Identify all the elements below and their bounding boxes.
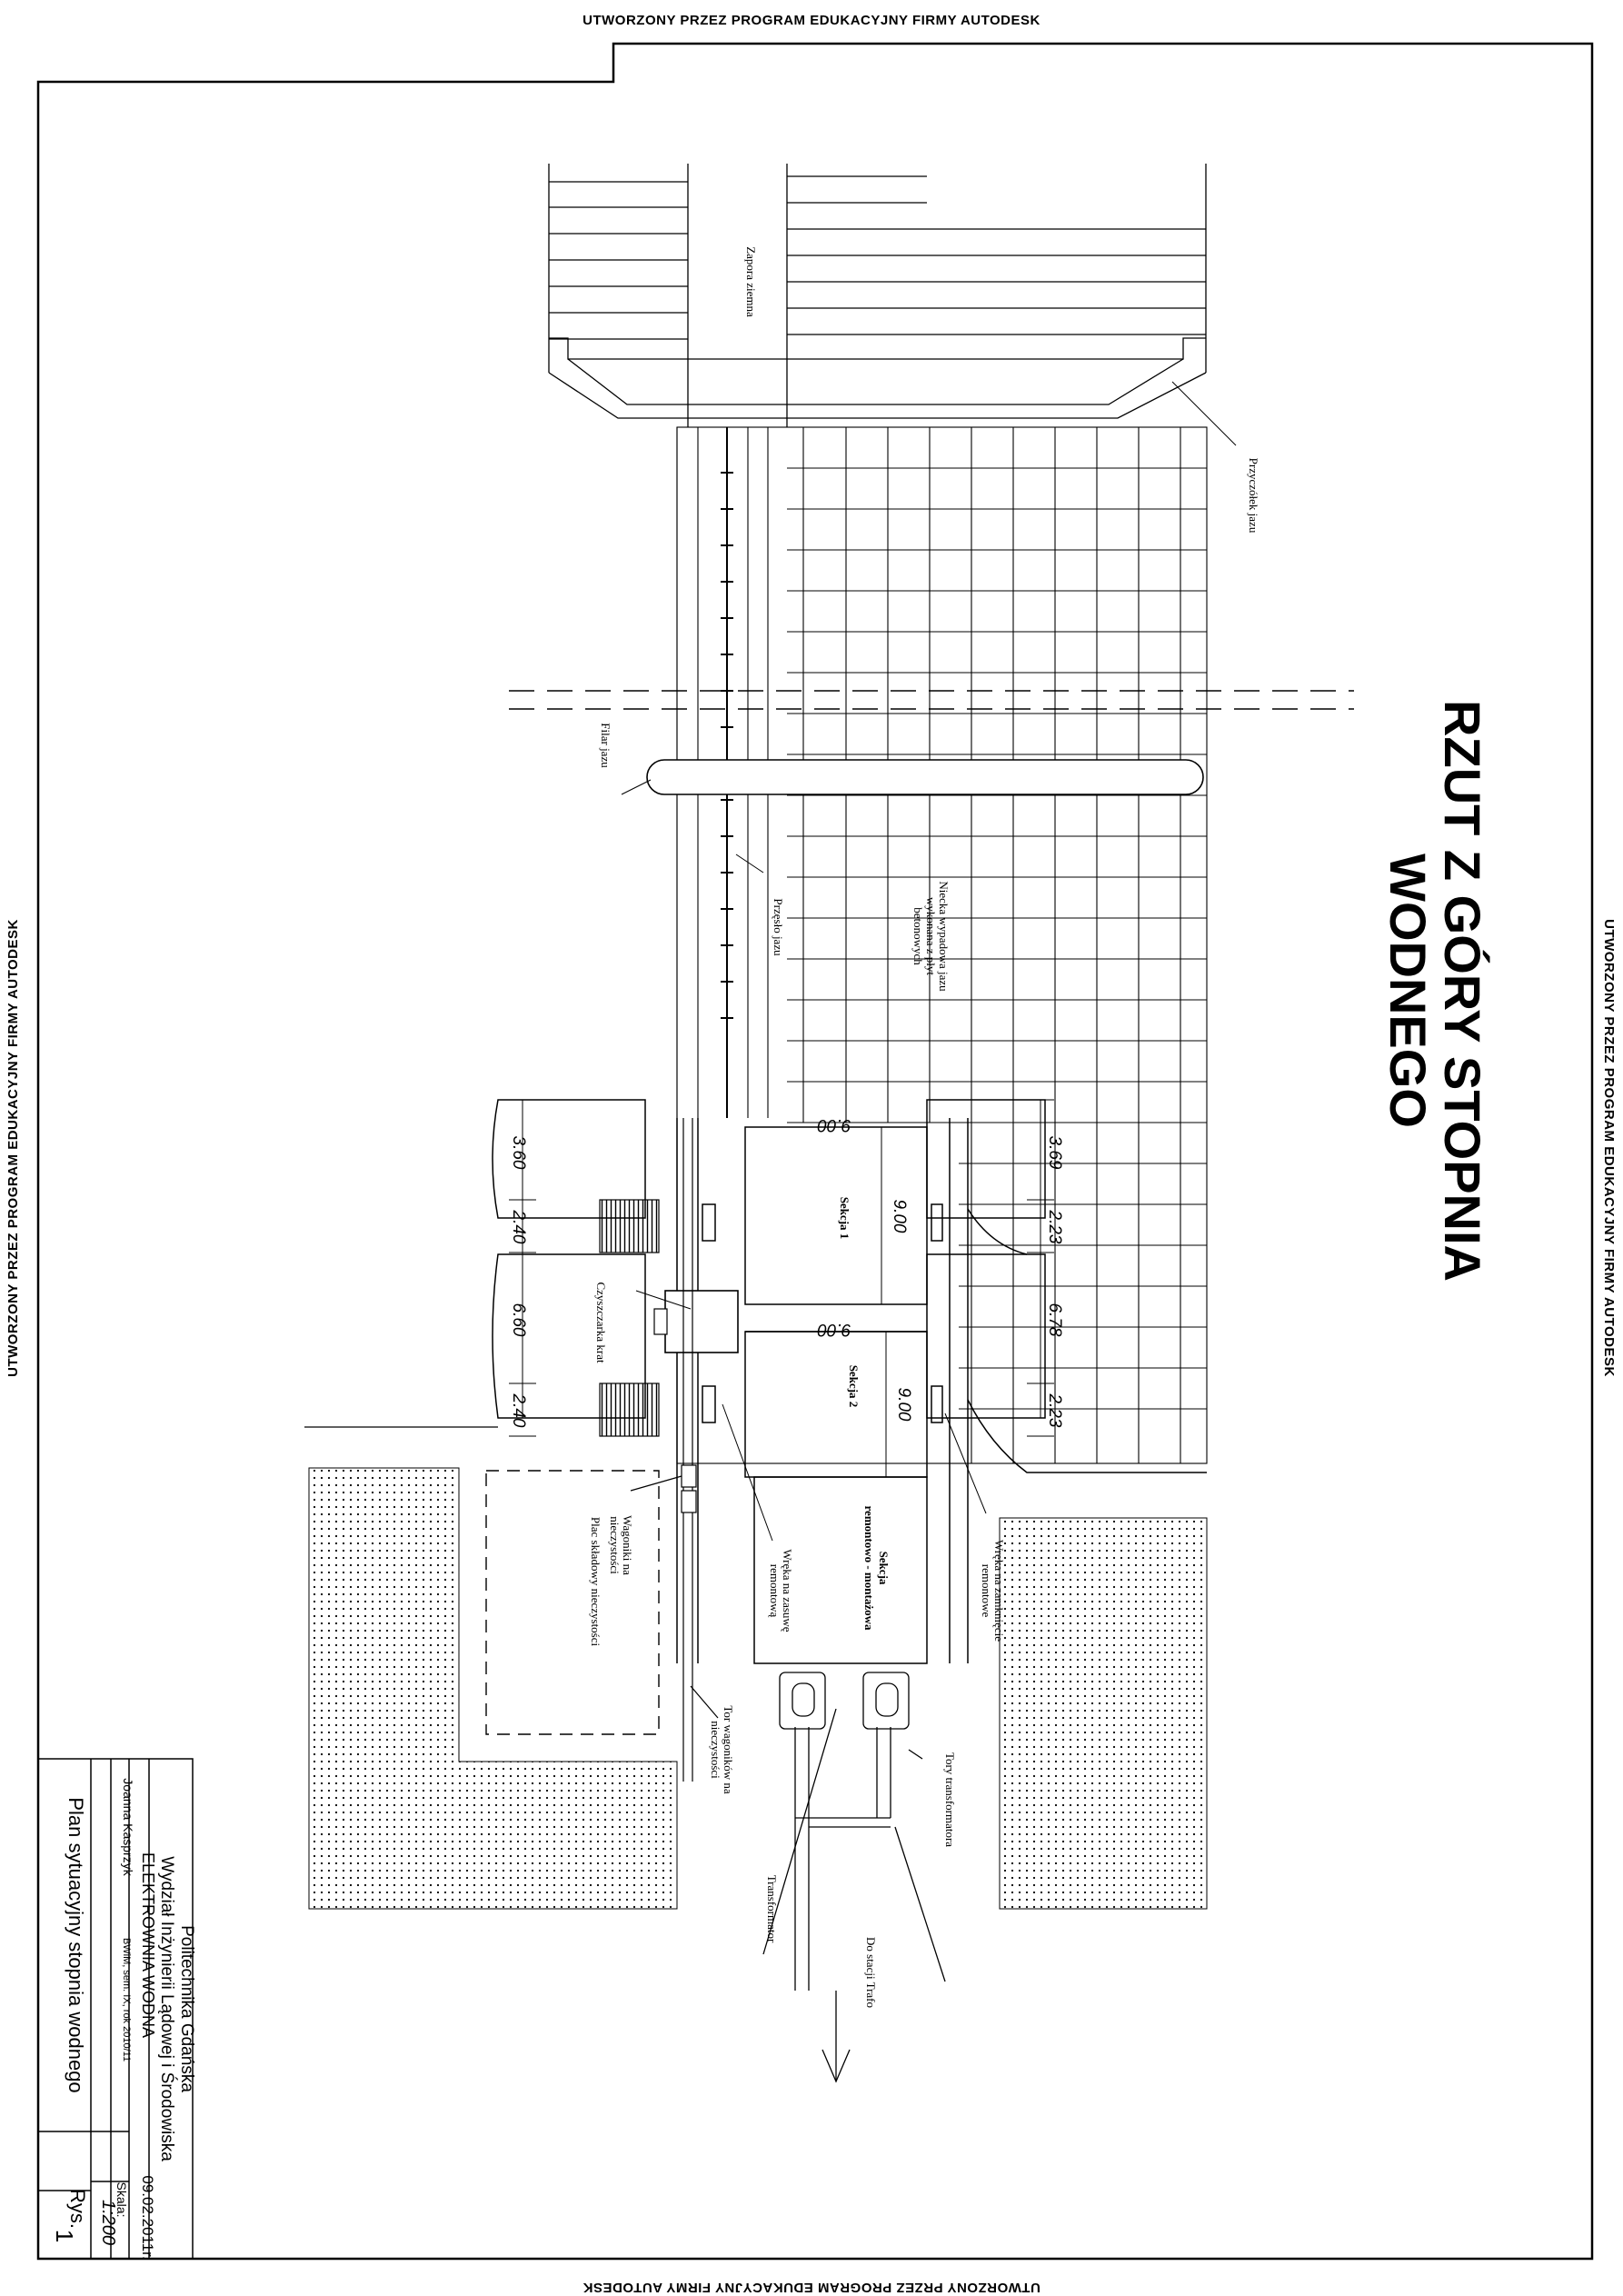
label-substation: Do stacji Trafo — [864, 1937, 878, 2008]
tb-scale-label: Skala: — [115, 2182, 129, 2218]
watermark-top: UTWORZONY PRZEZ PROGRAM EDUKACYJNY FIRMY… — [582, 13, 1041, 28]
watermark-left: UTWORZONY PRZEZ PROGRAM EDUKACYJNY FIRMY… — [5, 919, 21, 1377]
tb-drawing: Plan sytuacyjny stopnia wodnego — [65, 1797, 87, 2092]
dim-right-4: 2.23 — [1045, 1393, 1064, 1428]
dim-sec2-w: 9.00 — [817, 1320, 851, 1339]
ground-left — [308, 1467, 678, 1910]
transformers — [762, 1672, 946, 2083]
drawing-title-line2: WODNEGO — [1379, 854, 1437, 1128]
tb-fig: 1 — [51, 2230, 78, 2242]
tb-date: 09.02.2011r. — [139, 2175, 156, 2260]
trash-rack-1 — [599, 1199, 660, 1253]
dim-right-2: 2.23 — [1045, 1210, 1064, 1244]
debris-yard — [485, 1470, 660, 1735]
label-section-2: Sekcja 2 — [847, 1365, 861, 1408]
earth-dam — [548, 164, 1207, 427]
label-gate-recess-2: remontową — [768, 1564, 782, 1618]
tb-course: BWiM, sem. IX, rok 2010/11 — [121, 1938, 132, 2061]
label-rack-cleaner: Czyszczarka krat — [594, 1282, 608, 1363]
label-span: Przęsło jazu — [772, 898, 785, 956]
debris-track — [630, 1118, 719, 1782]
title-block — [37, 1758, 194, 2260]
tb-fig-label: Rys. — [66, 2189, 89, 2229]
rack-cleaner — [664, 1290, 739, 1353]
tb-org: Politechnika Gdańska — [177, 1925, 196, 2092]
trash-rack-2 — [599, 1383, 660, 1437]
label-wagons-1: Wagoniki na — [621, 1515, 634, 1575]
dim-right-3: 6.78 — [1045, 1303, 1064, 1337]
left-dimension-chain — [509, 1099, 536, 1437]
label-basin-1: Niecka wypadowa jazu — [937, 881, 951, 992]
drawing-title-line1: RZUT Z GÓRY STOPNIA — [1434, 700, 1491, 1282]
sheet-border — [36, 42, 1594, 2261]
dim-left-3: 6.60 — [509, 1303, 528, 1337]
section-dimensions — [745, 1126, 927, 1477]
dim-right-1: 3.69 — [1045, 1136, 1064, 1170]
ground-right — [999, 1517, 1208, 1910]
dim-sec1-h: 9.00 — [890, 1200, 909, 1233]
label-section-1: Sekcja 1 — [838, 1197, 851, 1240]
label-pier: Filar jazu — [599, 723, 612, 768]
dim-left-1: 3.60 — [509, 1136, 528, 1170]
tb-dept: Wydział Inżynierii Lądowej i Środowiska — [157, 1856, 177, 2161]
tb-author: Joanna Kasprzyk — [121, 1778, 135, 1876]
label-transformer: Transformator — [765, 1875, 779, 1943]
label-closure-recess-1: Wręka na zamknięcie — [992, 1540, 1006, 1642]
label-section-repair-1: Sekcja — [877, 1552, 891, 1585]
dim-left-4: 2.40 — [509, 1393, 528, 1428]
label-basin-3: betonowych — [911, 907, 925, 965]
label-track-1: Tor wagoników na — [722, 1705, 735, 1794]
label-track-2: nieczystości — [709, 1721, 722, 1779]
label-earth-dam: Zapora ziemna — [744, 246, 758, 317]
watermark-bottom: UTWORZONY PRZEZ PROGRAM EDUKACYJNY FIRMY… — [582, 2280, 1041, 2295]
weir-pier — [646, 759, 1204, 795]
watermark-right: UTWORZONY PRZEZ PROGRAM EDUKACYJNY FIRMY… — [1601, 919, 1617, 1377]
dim-sec1-w: 9.00 — [817, 1115, 851, 1134]
dim-left-2: 2.40 — [509, 1210, 528, 1244]
label-gate-recess-1: Wręka na zasuwę — [781, 1549, 794, 1632]
label-debris-yard: Plac składowy nieczystości — [589, 1517, 602, 1647]
dim-sec2-h: 9.00 — [894, 1388, 913, 1422]
tb-project: ELEKTROWNIA WODNA — [139, 1852, 157, 2038]
label-abutment: Przyczółek jazu — [1247, 458, 1260, 534]
break-line — [509, 690, 1354, 710]
label-basin-2: wykonana z płyt — [924, 897, 938, 975]
right-dimension-chain — [1027, 1099, 1054, 1437]
label-section-repair-2: remontowo - montażowa — [862, 1506, 876, 1631]
label-transformer-tracks: Tory transformatora — [943, 1752, 957, 1847]
label-wagons-2: nieczystości — [608, 1516, 622, 1574]
tb-scale: 1:200 — [98, 2200, 118, 2245]
label-closure-recess-2: remontowe — [980, 1564, 993, 1618]
